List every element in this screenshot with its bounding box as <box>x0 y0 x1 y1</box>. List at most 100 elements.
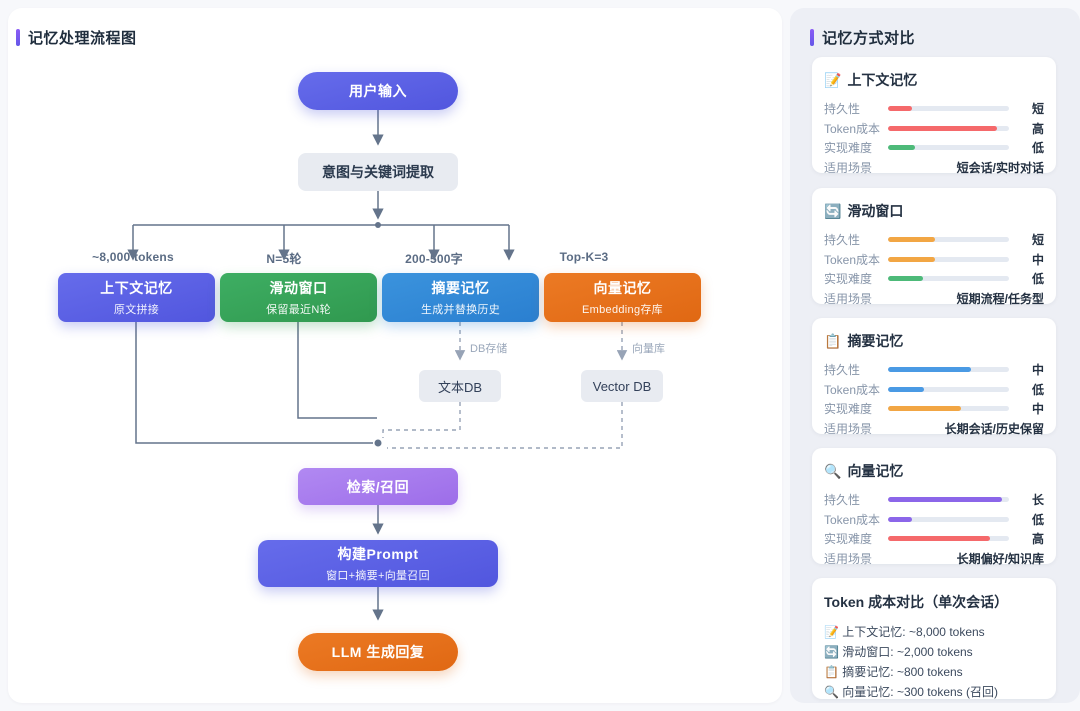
title-accent-bar <box>16 29 20 46</box>
metric-row: 实现难度 高 <box>824 529 1044 549</box>
token-cost-card: Token 成本对比（单次会话） 📝 上下文记忆: ~8,000 tokens … <box>812 578 1056 699</box>
metric-label: 实现难度 <box>824 532 873 547</box>
scene-row: 适用场景 长期会话/历史保留 <box>824 419 1044 439</box>
metric-value: 长 <box>1031 493 1044 508</box>
memo-icon: 📝 <box>824 71 842 88</box>
metric-row: Token成本 高 <box>824 119 1044 139</box>
token-cost-item: 📝 上下文记忆: ~8,000 tokens <box>824 625 985 639</box>
flowchart-card: 记忆处理流程图 ~8,000 tokens N=5轮 200-500字 Top-… <box>8 8 782 703</box>
metric-bar-fill <box>888 237 936 243</box>
metric-label: Token成本 <box>824 121 881 136</box>
token-cost-item: 🔄 滑动窗口: ~2,000 tokens <box>824 645 973 659</box>
metric-bar-track <box>888 145 1009 151</box>
metric-bar-fill <box>888 256 936 262</box>
arrows-cycle-icon: 🔄 <box>824 202 842 219</box>
metric-bar-fill <box>888 367 972 373</box>
metric-bar-track <box>888 386 1009 392</box>
metric-bar-fill <box>888 497 1002 503</box>
metric-value: 短 <box>1031 233 1044 248</box>
branch-label-vector: Top-K=3 <box>559 250 609 264</box>
metric-row: 实现难度 低 <box>824 138 1044 158</box>
token-cost-item: 🔍 向量记忆: ~300 tokens (召回) <box>824 685 998 699</box>
comparison-title: 记忆方式对比 <box>810 27 915 48</box>
metric-bar-track <box>888 276 1009 282</box>
metric-label: 实现难度 <box>824 402 873 417</box>
metric-bar-track <box>888 125 1009 131</box>
metric-row: Token成本 中 <box>824 250 1044 270</box>
metric-value: 低 <box>1031 141 1044 156</box>
token-cost-title: Token 成本对比（单次会话） <box>824 594 1009 610</box>
metric-row: 持久性 短 <box>824 99 1044 119</box>
node-summary-memory: 摘要记忆 生成并替换历史 <box>382 273 539 322</box>
db-store-edge-label: DB存储 <box>470 343 508 355</box>
metric-bar-fill <box>888 406 961 412</box>
metric-row: 持久性 短 <box>824 230 1044 250</box>
metric-bar-track <box>888 516 1009 522</box>
metric-label: 实现难度 <box>824 141 873 156</box>
node-retrieval-recall: 检索/召回 <box>298 468 458 505</box>
metric-bar-fill <box>888 276 924 282</box>
node-intent-extraction: 意图与关键词提取 <box>298 153 458 191</box>
branch-label-context: ~8,000 tokens <box>92 250 174 264</box>
token-cost-item: 📋 摘要记忆: ~800 tokens <box>824 665 963 679</box>
scene-row: 适用场景 短会话/实时对话 <box>824 158 1044 178</box>
node-sliding-window: 滑动窗口 保留最近N轮 <box>220 273 377 322</box>
metric-bar-track <box>888 367 1009 373</box>
flowchart-title-text: 记忆处理流程图 <box>28 30 137 47</box>
metric-value: 低 <box>1031 382 1044 397</box>
metric-label: Token成本 <box>824 382 881 397</box>
comparison-panel: 记忆方式对比 📝 上下文记忆 持久性 短 Token成本 高 实现难度 低 适用… <box>790 8 1080 703</box>
title-accent-bar <box>810 29 814 46</box>
metric-bar-track <box>888 536 1009 542</box>
metric-label: 持久性 <box>824 233 861 248</box>
metric-bar-track <box>888 406 1009 412</box>
scene-row: 适用场景 长期偏好/知识库 <box>824 549 1044 569</box>
metric-row: 实现难度 低 <box>824 269 1044 289</box>
metric-label: Token成本 <box>824 512 881 527</box>
scene-value: 长期偏好/知识库 <box>956 551 1044 566</box>
metric-value: 高 <box>1031 121 1044 136</box>
metric-label: 适用场景 <box>824 421 873 436</box>
card-title: 向量记忆 <box>847 463 904 479</box>
scene-value: 短期流程/任务型 <box>956 291 1044 306</box>
node-user-input: 用户输入 <box>298 72 458 110</box>
node-build-prompt: 构建Prompt 窗口+摘要+向量召回 <box>258 540 498 587</box>
metric-value: 中 <box>1031 363 1044 378</box>
metric-value: 高 <box>1031 532 1044 547</box>
metric-bar-fill <box>888 386 925 392</box>
memory-card-summary: 📋 摘要记忆 持久性 中 Token成本 低 实现难度 中 适用场景 长期会话/… <box>812 318 1056 436</box>
node-context-memory: 上下文记忆 原文拼接 <box>58 273 215 322</box>
metric-bar-track <box>888 237 1009 243</box>
branch-label-summary: 200-500字 <box>405 252 463 266</box>
magnifier-icon: 🔍 <box>824 462 842 479</box>
metric-row: Token成本 低 <box>824 380 1044 400</box>
card-title: 滑动窗口 <box>847 203 904 219</box>
flowchart-title: 记忆处理流程图 <box>16 27 137 48</box>
memory-card-vector: 🔍 向量记忆 持久性 长 Token成本 低 实现难度 高 适用场景 长期偏好/… <box>812 448 1056 566</box>
node-text-db: 文本DB <box>419 370 501 402</box>
node-llm-reply: LLM 生成回复 <box>298 633 458 671</box>
metric-bar-fill <box>888 125 997 131</box>
scene-value: 长期会话/历史保留 <box>944 421 1044 436</box>
metric-value: 低 <box>1031 272 1044 287</box>
comparison-title-text: 记忆方式对比 <box>822 30 916 47</box>
metric-bar-fill <box>888 145 915 151</box>
metric-value: 低 <box>1031 512 1044 527</box>
node-vector-memory: 向量记忆 Embedding存库 <box>544 273 701 322</box>
node-vector-db: Vector DB <box>581 370 663 402</box>
metric-row: 实现难度 中 <box>824 399 1044 419</box>
scene-value: 短会话/实时对话 <box>956 160 1044 175</box>
metric-bar-fill <box>888 106 913 112</box>
flow-connectors <box>127 110 628 621</box>
metric-bar-track <box>888 106 1009 112</box>
metric-bar-fill <box>888 516 913 522</box>
metric-label: 持久性 <box>824 493 861 508</box>
scene-row: 适用场景 短期流程/任务型 <box>824 289 1044 309</box>
metric-label: 持久性 <box>824 363 861 378</box>
metric-bar-track <box>888 256 1009 262</box>
card-title: 摘要记忆 <box>847 333 904 349</box>
metric-bar-fill <box>888 536 990 542</box>
branch-label-window: N=5轮 <box>266 252 302 266</box>
metric-label: 适用场景 <box>824 551 873 566</box>
metric-label: Token成本 <box>824 252 881 267</box>
